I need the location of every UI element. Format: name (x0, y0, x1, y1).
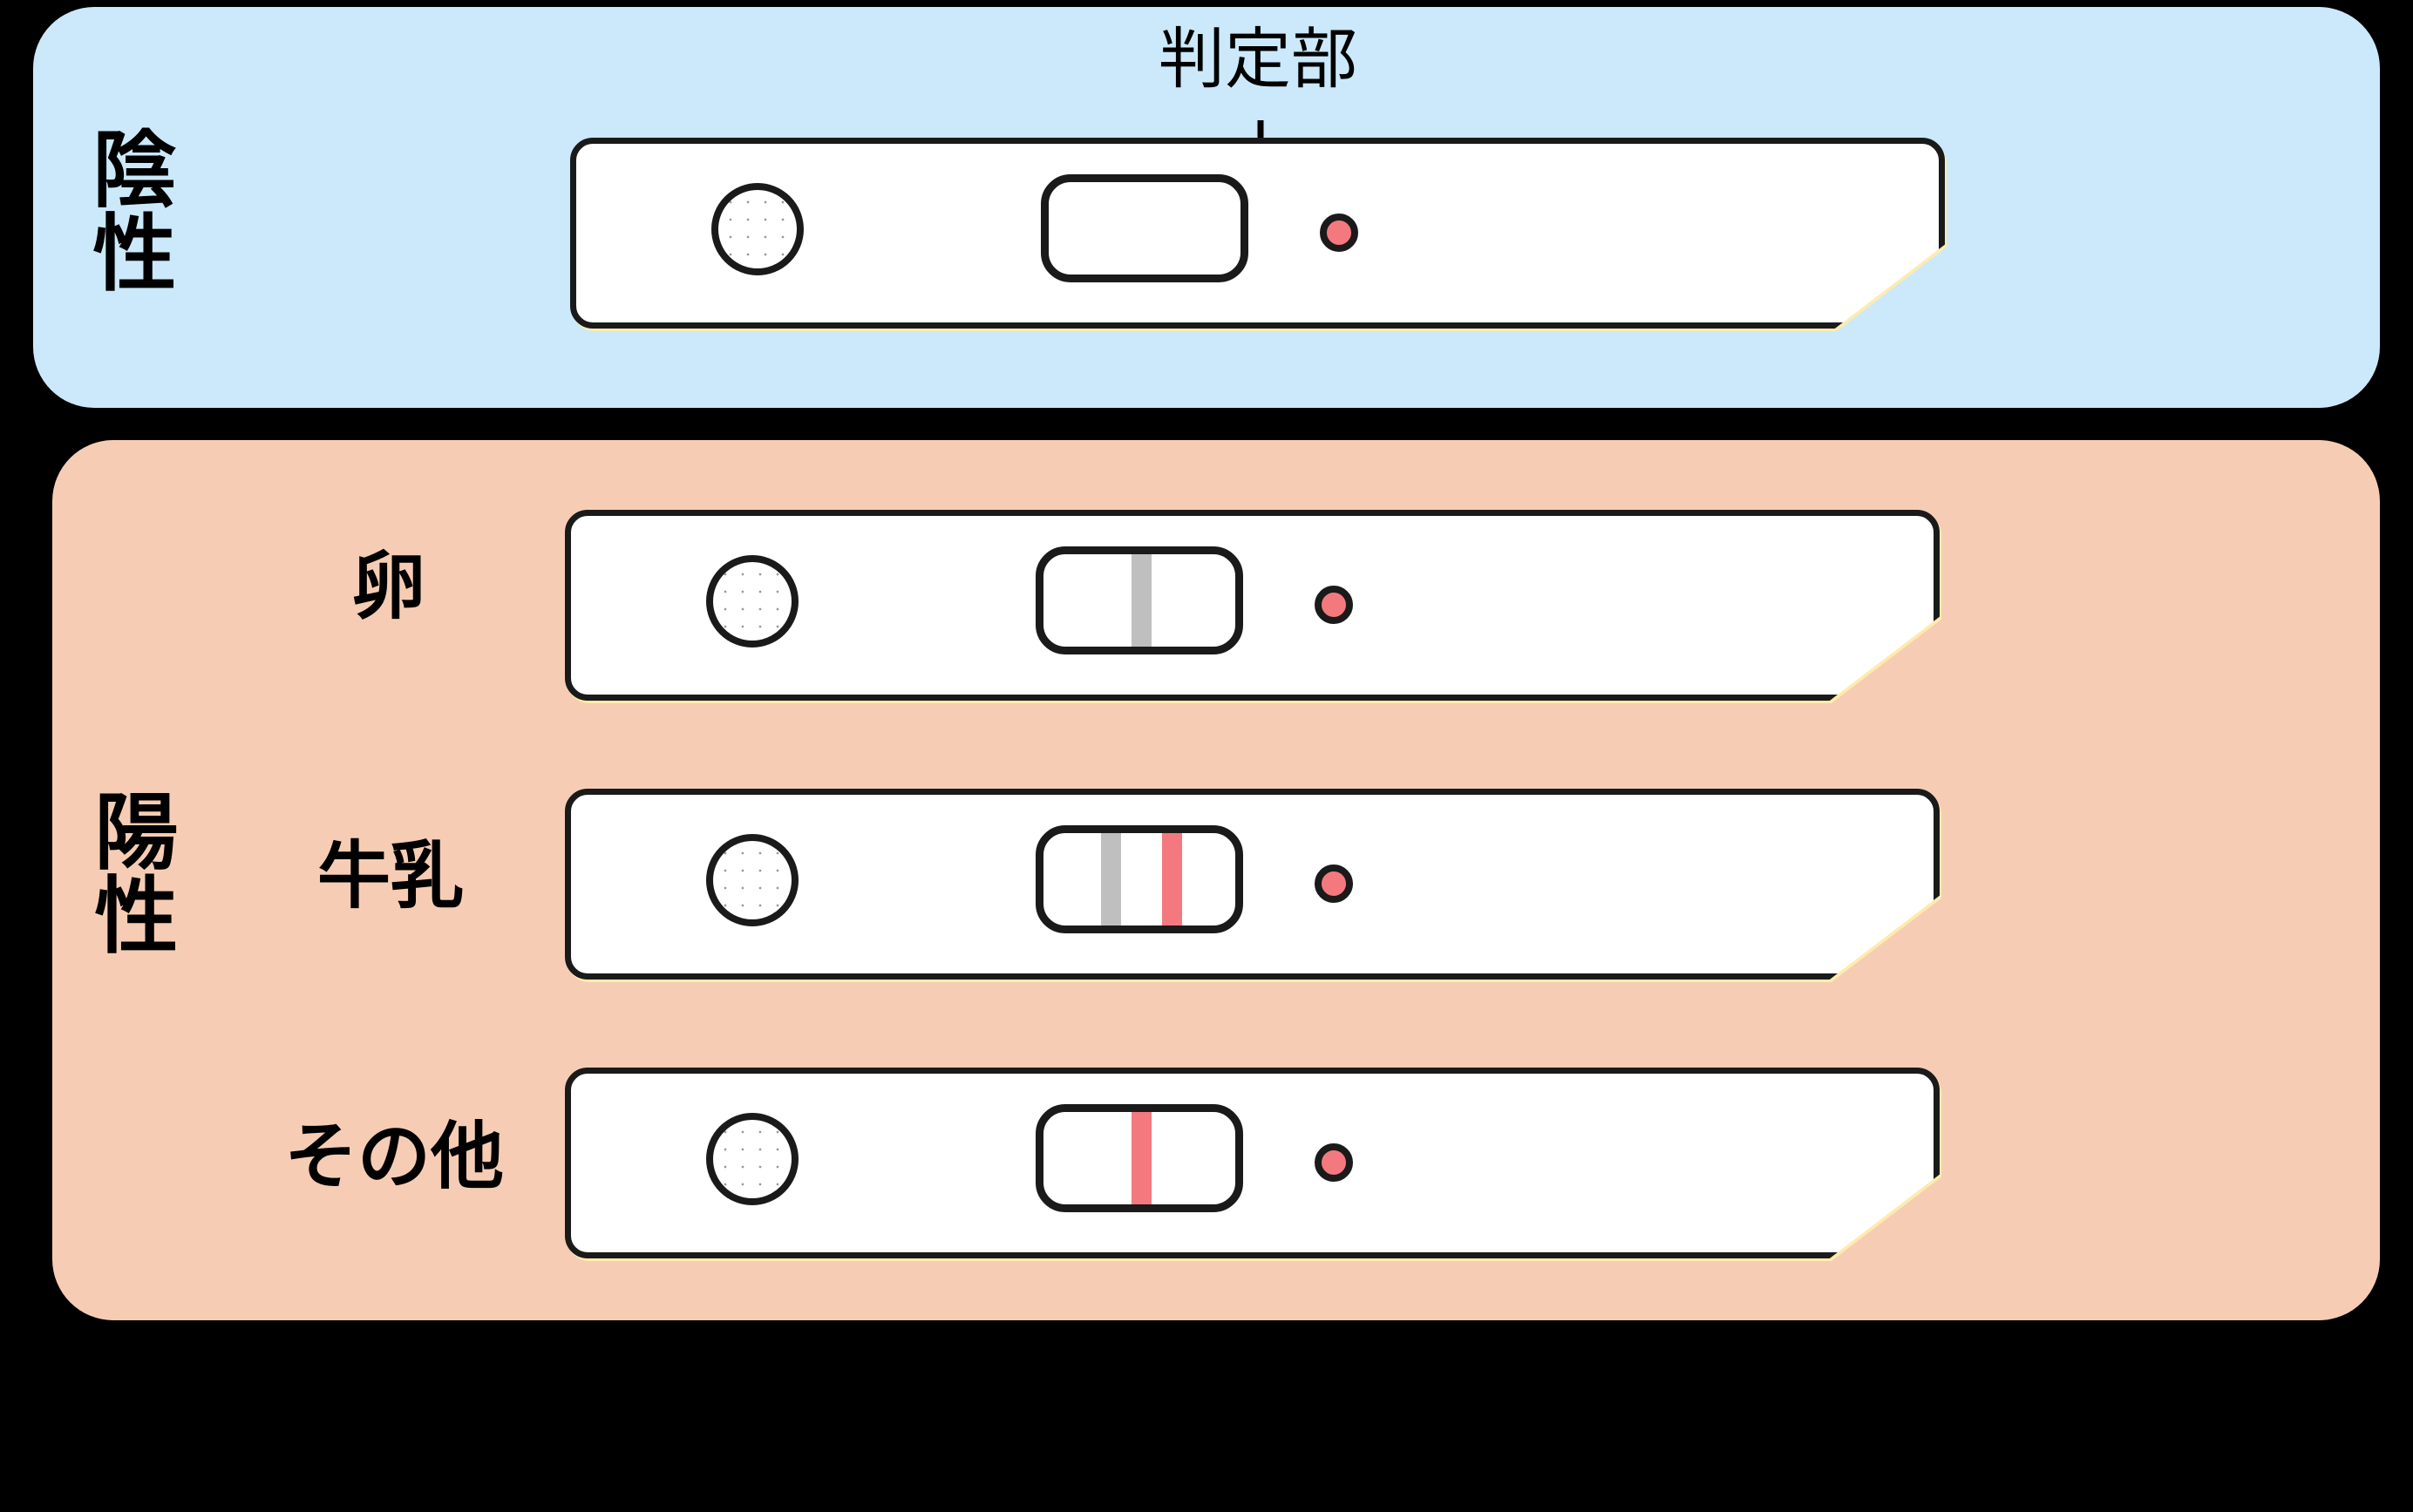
sample-well-icon (706, 1113, 799, 1205)
test-band (1132, 1112, 1152, 1204)
test-strip-egg (565, 510, 1940, 701)
group-label-positive: 陽性 (79, 788, 178, 955)
callout-label: 判定部 (1159, 20, 1357, 98)
test-strip-negative (570, 138, 1945, 329)
sample-well-icon (706, 555, 799, 648)
result-window (1036, 1104, 1243, 1212)
row-label-milk: 牛乳 (316, 833, 465, 919)
control-band (1132, 554, 1152, 647)
indicator-dot-icon (1320, 214, 1358, 252)
row-label-other: その他 (283, 1114, 505, 1199)
group-label-negative: 陰性 (78, 125, 176, 293)
test-strip-other (565, 1068, 1940, 1258)
indicator-dot-icon (1315, 586, 1353, 624)
test-band (1162, 833, 1183, 926)
control-band (1101, 833, 1121, 926)
strip-body (565, 789, 1940, 980)
sample-well-icon (711, 183, 804, 275)
indicator-dot-icon (1315, 864, 1353, 903)
sample-well-icon (706, 834, 799, 926)
result-window (1041, 174, 1248, 282)
indicator-dot-icon (1315, 1143, 1353, 1182)
row-label-egg: 卵 (351, 544, 426, 629)
test-strip-milk (565, 789, 1940, 980)
callout-judgement-area: 判定部 (1127, 26, 1389, 92)
result-window (1036, 825, 1243, 933)
result-window (1036, 546, 1243, 654)
